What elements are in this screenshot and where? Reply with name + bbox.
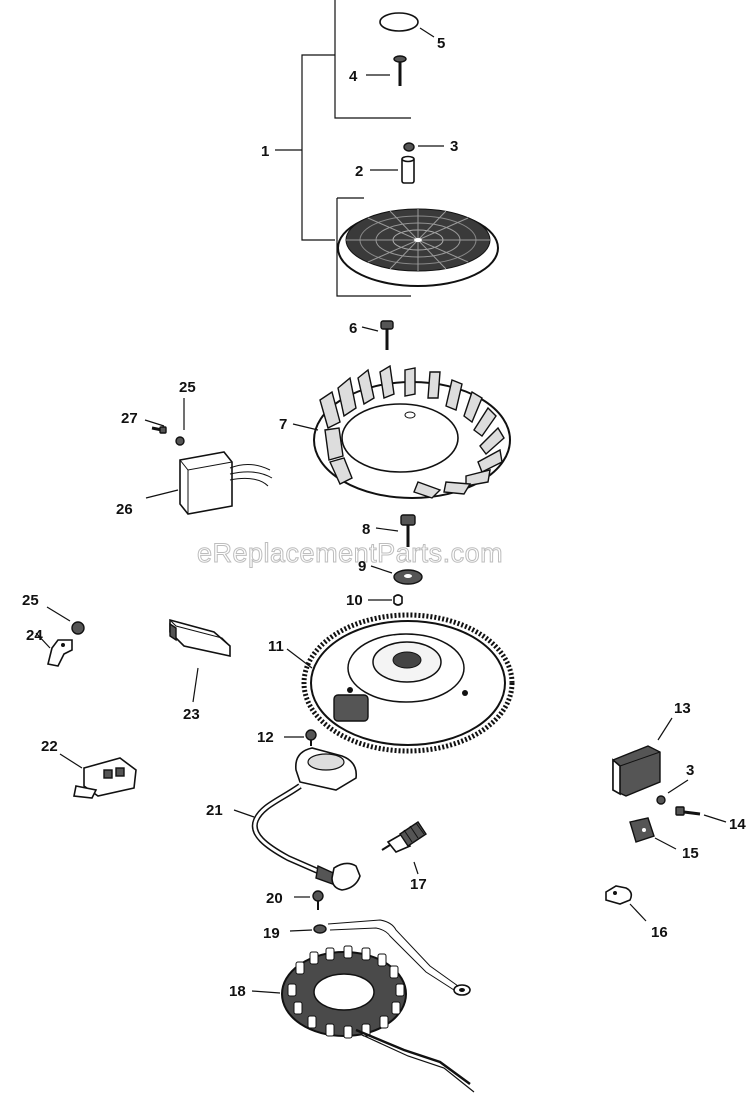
callout-8: 8 [362, 521, 370, 538]
callout-16: 16 [651, 924, 668, 941]
part-7-fan [292, 364, 511, 499]
part-25-nut-upper [175, 398, 185, 446]
part-9-washer [370, 565, 423, 585]
part-20-screw [294, 890, 324, 910]
callout-4: 4 [349, 68, 358, 85]
callout-21: 21 [206, 802, 223, 819]
part-22-rectifier [59, 753, 137, 799]
callout-25-left: 25 [22, 592, 39, 609]
callout-labels: 5 4 3 1 2 6 25 27 7 26 8 9 10 25 24 11 2… [22, 35, 746, 1000]
callout-7: 7 [279, 416, 287, 433]
part-12-screw [284, 729, 317, 746]
part-17-spark-plug [381, 821, 427, 875]
part-18-stator [251, 945, 475, 1093]
part-26-module [145, 451, 273, 515]
part-11-flywheel [286, 612, 515, 754]
callout-18: 18 [229, 983, 246, 1000]
watermark: eReplacementParts.com [197, 538, 503, 568]
callout-26: 26 [116, 501, 133, 518]
callout-20: 20 [266, 890, 283, 907]
part-19-washer-harness [289, 919, 471, 996]
callout-24: 24 [26, 627, 43, 644]
part-21-ignition-module [233, 747, 361, 891]
callout-23: 23 [183, 706, 200, 723]
callout-5: 5 [437, 35, 445, 52]
part-13-regulator [612, 717, 673, 797]
callout-3-right: 3 [686, 762, 694, 779]
part-4-screw [366, 55, 407, 86]
part-3-washer-top [403, 142, 444, 152]
part-23-cap [169, 618, 231, 703]
callout-25-upper: 25 [179, 379, 196, 396]
callout-12: 12 [257, 729, 274, 746]
part-14-screw [675, 806, 727, 823]
part-24-clamp [35, 632, 73, 667]
part-3-washer-right [656, 779, 689, 805]
callout-17: 17 [410, 876, 427, 893]
callout-9: 9 [358, 558, 366, 575]
grass-screen [337, 208, 499, 287]
part-15-bracket [629, 817, 677, 850]
part-8-bolt [375, 514, 416, 547]
part-6-bolt [361, 320, 394, 350]
callout-15: 15 [682, 845, 699, 862]
callout-14: 14 [729, 816, 746, 833]
part-5-plug [379, 12, 435, 38]
part-25-nut-left [46, 606, 85, 635]
part-2-spacer [370, 155, 415, 184]
part-16-clamp [605, 885, 647, 922]
callout-3-top: 3 [450, 138, 458, 155]
callout-6: 6 [349, 320, 357, 337]
callout-27: 27 [121, 410, 138, 427]
callout-11: 11 [268, 638, 284, 655]
callout-22: 22 [41, 738, 58, 755]
callout-2: 2 [355, 163, 363, 180]
part-10-key [368, 594, 403, 606]
callout-13: 13 [674, 700, 691, 717]
callout-19: 19 [263, 925, 280, 942]
assembly-bracket [275, 0, 411, 297]
callout-1: 1 [261, 143, 269, 160]
callout-10: 10 [346, 592, 363, 609]
part-27-screw [144, 419, 167, 434]
